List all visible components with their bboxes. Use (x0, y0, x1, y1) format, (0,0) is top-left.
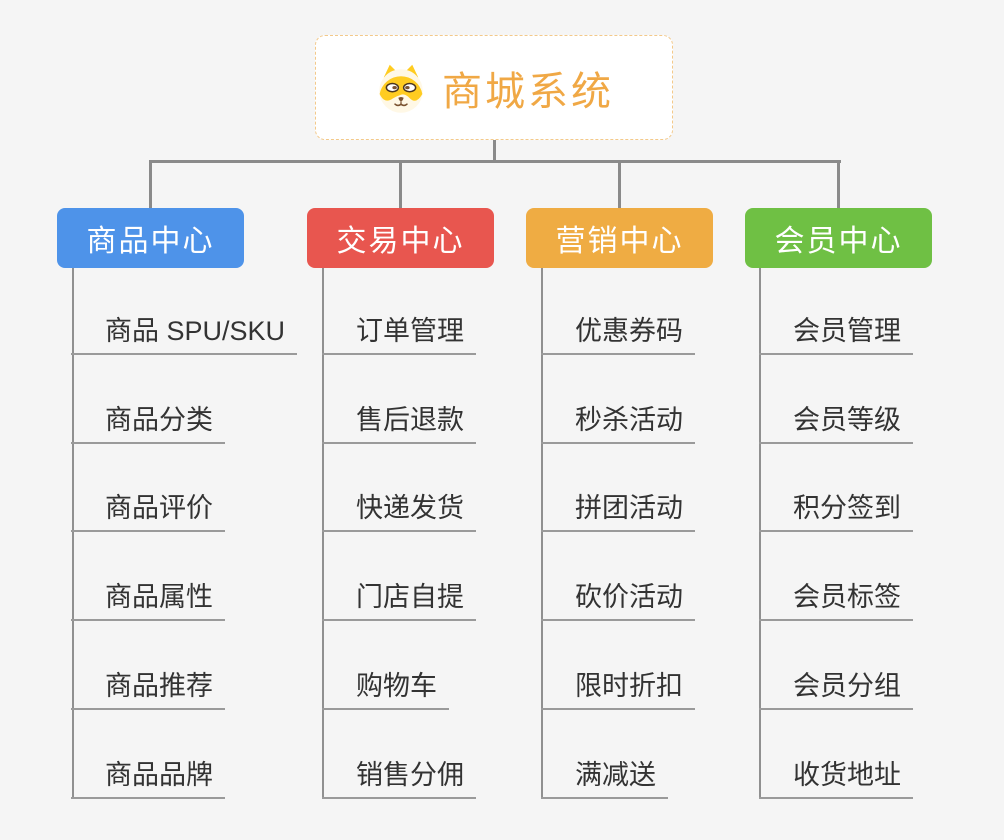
leaf-node-flash-sale[interactable]: 秒杀活动 (541, 398, 695, 444)
connector-column-2 (322, 268, 324, 799)
leaf-node-sales-commission[interactable]: 销售分佣 (322, 753, 476, 799)
connector-column-1 (72, 268, 74, 799)
connector-column-4 (759, 268, 761, 799)
branch-node-trade-center[interactable]: 交易中心 (307, 208, 494, 268)
leaf-node-member-tag[interactable]: 会员标签 (759, 575, 913, 621)
root-node-mall-system[interactable]: 商城系统 (315, 35, 673, 140)
leaf-node-member-group[interactable]: 会员分组 (759, 664, 913, 710)
leaf-node-store-pickup[interactable]: 门店自提 (322, 575, 476, 621)
leaf-node-limited-time-discount[interactable]: 限时折扣 (541, 664, 695, 710)
connector-horizontal (149, 160, 841, 163)
connector-drop-branch-4 (837, 160, 840, 208)
leaf-node-points-checkin[interactable]: 积分签到 (759, 486, 913, 532)
branch-node-product-center[interactable]: 商品中心 (57, 208, 244, 268)
connector-column-3 (541, 268, 543, 799)
leaf-node-product-review[interactable]: 商品评价 (71, 486, 225, 532)
branch-node-marketing-center[interactable]: 营销中心 (526, 208, 713, 268)
leaf-node-after-sale-refund[interactable]: 售后退款 (322, 398, 476, 444)
leaf-node-express-delivery[interactable]: 快递发货 (322, 486, 476, 532)
leaf-node-group-buy[interactable]: 拼团活动 (541, 486, 695, 532)
leaf-node-member-level[interactable]: 会员等级 (759, 398, 913, 444)
dog-face-icon (379, 64, 423, 113)
leaf-node-full-reduction[interactable]: 满减送 (541, 753, 668, 799)
leaf-node-product-category[interactable]: 商品分类 (71, 398, 225, 444)
leaf-node-order-management[interactable]: 订单管理 (322, 309, 476, 355)
root-title: 商城系统 (442, 69, 614, 114)
connector-drop-branch-2 (399, 160, 402, 208)
leaf-node-product-attribute[interactable]: 商品属性 (71, 575, 225, 621)
leaf-node-bargain-activity[interactable]: 砍价活动 (541, 575, 695, 621)
leaf-node-member-management[interactable]: 会员管理 (759, 309, 913, 355)
leaf-node-shopping-cart[interactable]: 购物车 (322, 664, 449, 710)
leaf-node-shipping-address[interactable]: 收货地址 (759, 753, 913, 799)
leaf-node-product-spu-sku[interactable]: 商品 SPU/SKU (71, 309, 298, 355)
connector-drop-branch-1 (149, 160, 152, 208)
connector-drop-branch-3 (618, 160, 621, 208)
leaf-node-product-recommend[interactable]: 商品推荐 (71, 664, 225, 710)
branch-node-member-center[interactable]: 会员中心 (745, 208, 932, 268)
connector-root-drop (493, 140, 496, 161)
leaf-node-product-brand[interactable]: 商品品牌 (71, 753, 225, 799)
leaf-node-coupon-code[interactable]: 优惠券码 (541, 309, 695, 355)
